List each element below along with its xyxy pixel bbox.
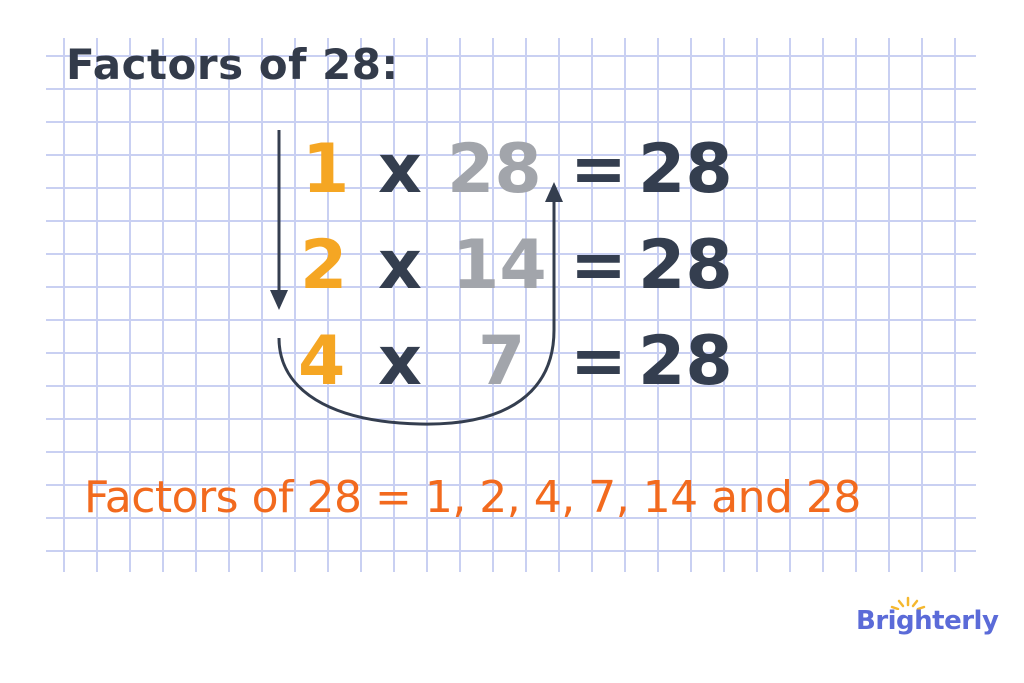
equals-sign-3: = bbox=[570, 322, 627, 401]
factor-b-3: 7 bbox=[478, 322, 526, 401]
factor-b-1: 28 bbox=[447, 130, 542, 209]
equals-sign-1: = bbox=[570, 130, 627, 209]
times-sign-2: x bbox=[378, 226, 422, 305]
factor-b-2: 14 bbox=[452, 226, 547, 305]
factor-a-2: 2 bbox=[300, 226, 348, 305]
factors-summary: Factors of 28 = 1, 2, 4, 7, 14 and 28 bbox=[84, 472, 861, 523]
brand-logo: Brighterly bbox=[856, 596, 999, 646]
times-sign-3: x bbox=[378, 322, 422, 401]
sun-rays-icon bbox=[890, 596, 926, 610]
u-curve-arrow-icon bbox=[277, 196, 556, 426]
logo-text: Brighterly bbox=[856, 606, 999, 636]
result-2: 28 bbox=[638, 226, 733, 305]
factor-a-3: 4 bbox=[298, 322, 346, 401]
times-sign-1: x bbox=[378, 130, 422, 209]
up-arrowhead-icon bbox=[545, 182, 563, 202]
graph-paper-grid bbox=[46, 38, 976, 572]
result-3: 28 bbox=[638, 322, 733, 401]
down-arrowhead-icon bbox=[270, 290, 288, 310]
equals-sign-2: = bbox=[570, 226, 627, 305]
factor-a-1: 1 bbox=[302, 130, 350, 209]
result-1: 28 bbox=[638, 130, 733, 209]
page-title: Factors of 28: bbox=[66, 40, 399, 89]
